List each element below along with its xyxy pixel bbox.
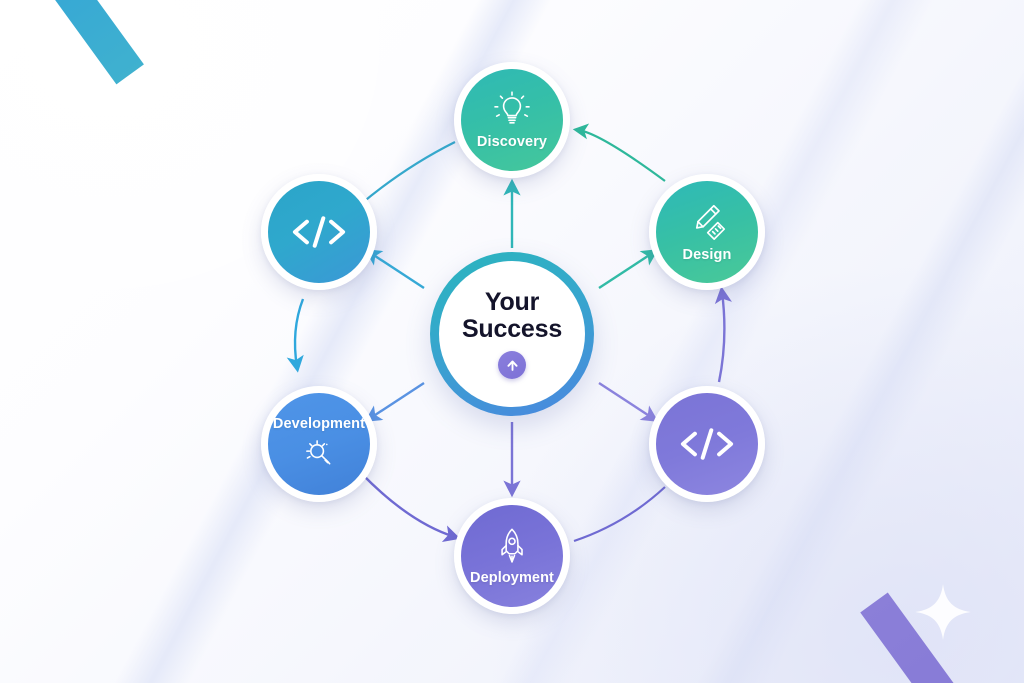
node-design-label: Design [682,247,732,264]
code-brackets-icon [676,423,738,465]
center-hub-inner: Your Success [439,261,585,407]
code-brackets-icon [288,211,350,253]
spoke-hub-to-design [598,249,659,290]
center-hub[interactable]: Your Success [430,252,594,416]
lightbulb-icon [492,90,532,130]
four-point-star-icon [915,584,971,640]
center-hub-title: Your Success [462,289,562,342]
spoke-hub-to-code-left [364,249,425,290]
spoke-hub-to-code-right [598,381,659,422]
rocket-icon [492,526,532,566]
magnifier-idea-icon [301,435,337,471]
node-discovery-label: Discovery [476,134,548,151]
node-code-left[interactable] [261,174,377,290]
arc-discovery-to-code-left [360,141,456,205]
spoke-hub-to-development [364,381,425,422]
arc-code-right-to-design [714,286,732,383]
arc-design-to-discovery [572,123,666,182]
node-development-label: Development [272,415,366,432]
node-deployment-label: Deployment [470,570,554,587]
center-hub-title-line2: Success [461,314,563,343]
node-discovery[interactable]: Discovery [454,62,570,178]
arc-development-to-deployment [361,473,461,542]
up-arrow-icon [498,351,526,379]
pencil-ruler-icon [686,201,728,243]
node-development[interactable]: Development [261,386,377,502]
arc-code-left-to-development [286,298,305,373]
node-design[interactable]: Design [649,174,765,290]
center-hub-title-line1: Your [484,288,540,316]
node-code-right[interactable] [649,386,765,502]
background-glow-top-left [0,0,480,380]
arc-deployment-to-code-right [573,486,666,543]
node-deployment[interactable]: Deployment [454,498,570,614]
